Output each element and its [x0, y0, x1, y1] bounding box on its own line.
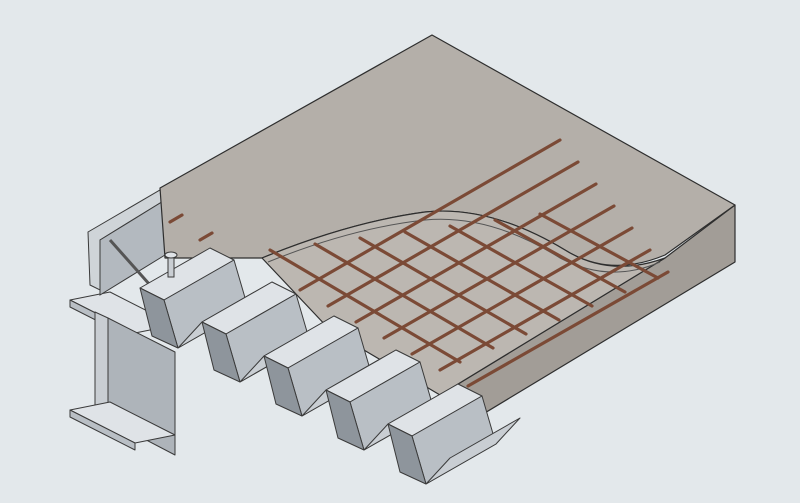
slab-cut-edge [267, 218, 661, 273]
rebar-bar [354, 182, 598, 324]
rebar-bar [493, 218, 627, 294]
rebar-bar-end [198, 231, 214, 242]
beam-bottom-flange-edge [69, 409, 136, 451]
rebar-bar [448, 224, 594, 308]
rebar-bar [466, 270, 670, 388]
steel-deck [139, 247, 521, 485]
rebar-bar [298, 138, 562, 292]
rebar-bar-end [168, 213, 184, 224]
rebar-bar [326, 160, 580, 308]
rebar-bar [382, 204, 616, 340]
rebar-bar [358, 236, 528, 336]
rebar-bar [438, 248, 652, 372]
shear-stud [164, 251, 178, 278]
steel-i-beam [69, 291, 176, 456]
rebar-mesh [168, 138, 670, 388]
deck-pan [425, 417, 521, 485]
rebar-bar [410, 226, 634, 356]
